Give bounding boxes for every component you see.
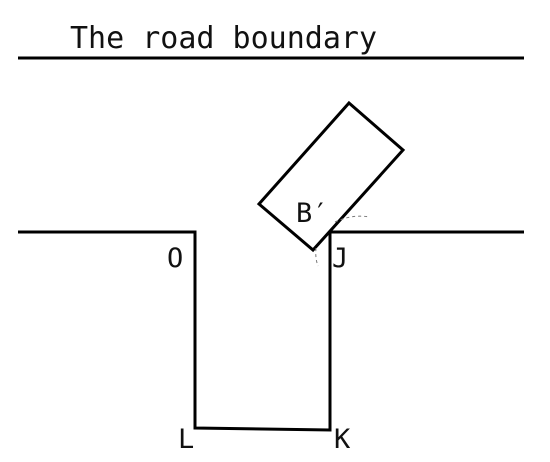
rotation-arc-lower: [315, 247, 319, 267]
point-k-label: K: [334, 424, 351, 455]
point-b-prime-label: B′: [296, 198, 329, 229]
road-boundary-label: The road boundary: [70, 21, 377, 56]
vehicle-rectangle: [256, 100, 406, 253]
point-j-label: J: [332, 243, 348, 274]
rotation-arc: [334, 215, 371, 223]
point-l-label: L: [178, 424, 194, 455]
parking-slot-outline: [18, 230, 524, 432]
point-o-label: O: [167, 243, 183, 274]
